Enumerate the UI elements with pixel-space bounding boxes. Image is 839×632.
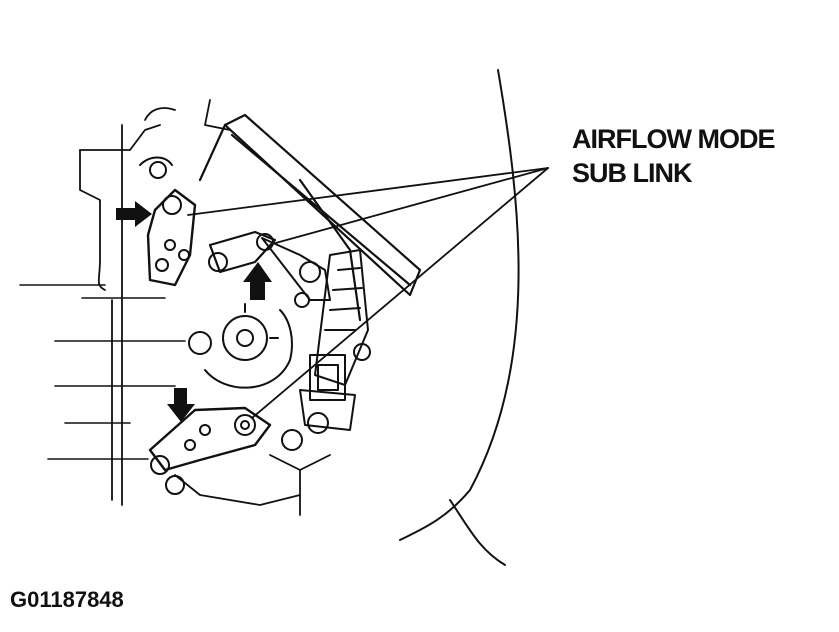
- upper-sub-link: [139, 156, 197, 287]
- duct-lower-curve: [449, 499, 506, 566]
- figure-id: G01187848: [10, 587, 124, 612]
- right-slotted-link: [299, 249, 371, 434]
- central-cam: [188, 303, 293, 389]
- callout-leader-lines: [187, 167, 549, 419]
- arrow-up-icon: [243, 262, 272, 300]
- callout-line-2: SUB LINK: [572, 158, 693, 188]
- arrow-right-icon: [116, 201, 152, 227]
- middle-link-arm: [208, 230, 331, 308]
- duct-outline: [399, 69, 520, 541]
- arrow-down-icon: [167, 388, 195, 422]
- lower-sub-link: [148, 406, 303, 495]
- housing-frame: [79, 99, 331, 516]
- leader-lines-left: [19, 284, 186, 460]
- callout-label: AIRFLOW MODE SUB LINK: [572, 122, 775, 190]
- diagonal-panel: [198, 113, 422, 322]
- callout-line-1: AIRFLOW MODE: [572, 124, 775, 154]
